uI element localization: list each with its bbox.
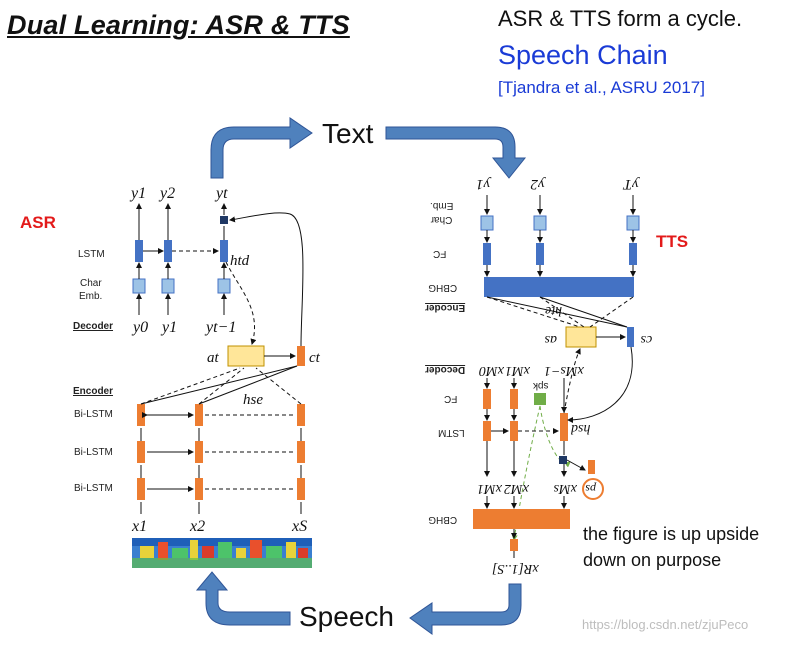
tts-frame-input: xM1 <box>505 363 531 378</box>
asr-bilstm-label: Bi-LSTM <box>74 483 113 494</box>
asr-encoder-state: hse <box>243 392 263 408</box>
tts-cbhg-postnet <box>473 509 570 529</box>
tts-stop-prob: ps <box>585 482 597 496</box>
asr-lstm-label: LSTM <box>78 249 105 260</box>
asr-attention-weight: at <box>207 350 220 366</box>
asr-tag: ASR <box>20 213 56 232</box>
cycle-arrow-bottom-right <box>409 583 522 635</box>
tts-fc <box>536 243 544 265</box>
tts-tag: TTS <box>656 232 689 251</box>
tts-output-1: y1 <box>476 176 492 192</box>
tts-encoder-state: hte <box>545 303 562 318</box>
asr-decoder-label: Decoder <box>73 321 113 332</box>
cycle-arrow-bottom-left <box>195 571 291 626</box>
tts-mel-output: xMs <box>553 481 578 496</box>
tts-output-T: yT <box>622 176 641 192</box>
tts-fc2-label: FC <box>444 393 457 404</box>
cycle-note: ASR & TTS form a cycle. <box>498 6 743 31</box>
tts-final-output: xR[1..S] <box>492 561 540 576</box>
asr-output-1: y1 <box>129 185 146 202</box>
tts-char-emb <box>626 215 640 231</box>
tts-output-node <box>559 456 567 464</box>
tts-frame-input: xM0 <box>479 363 505 378</box>
cycle-arrow-top-right <box>385 126 527 179</box>
tts-panel: y1 y2 yT Emb. Char FC CBHG Encoder hte a… <box>425 176 652 576</box>
citation: [Tjandra et al., ASRU 2017] <box>498 78 705 97</box>
asr-bilstm-stack <box>137 365 305 514</box>
asr-attention-box <box>227 345 265 367</box>
asr-output-2: y2 <box>158 185 175 202</box>
tts-decoder-lstm <box>483 421 491 441</box>
tts-attention-weight: as <box>544 332 557 347</box>
tts-decoder-lstm <box>510 421 518 441</box>
tts-fc <box>629 243 637 265</box>
tts-speaker-label: spk <box>532 380 549 391</box>
watermark: https://blog.csdn.net/zjuPeco <box>582 617 749 632</box>
tts-context-vector <box>627 327 634 347</box>
page-title: Dual Learning: ASR & TTS <box>7 10 350 40</box>
asr-decoder-lstm <box>220 240 228 262</box>
tts-decoder-state: hsd <box>570 421 590 436</box>
text-label: Text <box>322 118 374 149</box>
asr-panel: y1 y2 yt LSTM Char Emb. Decoder htd y0 y… <box>73 185 321 568</box>
tts-stop-prob-circle <box>582 478 604 500</box>
tts-fc-label: FC <box>433 248 446 259</box>
asr-input: xS <box>291 518 307 535</box>
asr-decoder-input: y0 <box>131 319 148 336</box>
tts-context-label: cs <box>640 332 652 347</box>
tts-encoder-label: Encoder <box>425 302 465 313</box>
tts-attention-box <box>565 326 597 348</box>
asr-input: x2 <box>189 518 205 535</box>
tts-output-2: y2 <box>530 176 547 192</box>
tts-final-frame <box>510 539 518 551</box>
tts-decoder-lstm <box>560 413 568 441</box>
asr-input: x1 <box>131 518 147 535</box>
tts-emb-label: Emb. <box>430 200 453 211</box>
upside-down-note: the figure is up upside down on purpose <box>583 524 760 570</box>
spectrogram-image <box>132 538 312 568</box>
asr-char-label: Char <box>80 278 102 289</box>
asr-decoder-state: htd <box>230 253 250 269</box>
cycle-arrow-top-left <box>210 117 313 179</box>
tts-stop-token <box>588 460 595 474</box>
tts-char-label: Char <box>430 214 452 225</box>
asr-context-label: ct <box>309 350 321 366</box>
asr-char-emb <box>217 278 231 294</box>
asr-decoder-lstm <box>135 240 143 262</box>
tts-decoder-fc <box>483 389 491 409</box>
speech-chain-title: Speech Chain <box>498 40 668 70</box>
tts-lstm-label: LSTM <box>438 427 465 438</box>
speech-label: Speech <box>299 601 394 632</box>
tts-cbhg-encoder <box>484 277 634 297</box>
tts-decoder-fc <box>510 389 518 409</box>
tts-mel-output: xM2 <box>504 481 530 496</box>
asr-emb-label: Emb. <box>79 291 102 302</box>
asr-context-vector <box>297 346 305 366</box>
asr-encoder-label: Encoder <box>73 386 113 397</box>
asr-decoder-input: y1 <box>160 319 177 336</box>
asr-char-emb <box>132 278 146 294</box>
asr-decoder-lstm <box>164 240 172 262</box>
tts-cbhg2-label: CBHG <box>428 514 457 525</box>
tts-char-emb <box>480 215 494 231</box>
tts-fc <box>483 243 491 265</box>
asr-char-emb <box>161 278 175 294</box>
tts-frame-input: xMs−1 <box>544 363 585 378</box>
tts-cbhg-label: CBHG <box>428 282 457 293</box>
tts-decoder-label: Decoder <box>425 364 465 375</box>
asr-bilstm-label: Bi-LSTM <box>74 409 113 420</box>
asr-output-node <box>220 216 228 224</box>
asr-bilstm-label: Bi-LSTM <box>74 447 113 458</box>
asr-decoder-input: yt−1 <box>204 319 236 336</box>
asr-output-t: yt <box>214 185 228 202</box>
tts-mel-output: xM1 <box>477 481 503 496</box>
tts-speaker-embedding <box>534 393 546 405</box>
tts-char-emb <box>533 215 547 231</box>
